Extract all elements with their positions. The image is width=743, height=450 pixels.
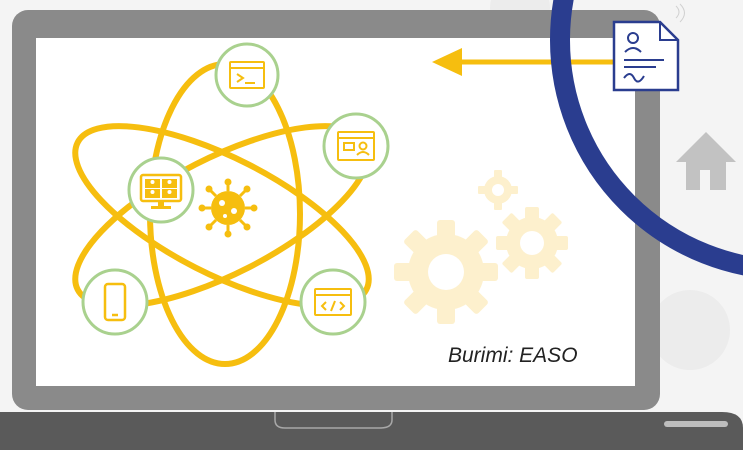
virus-icon	[198, 178, 258, 238]
node-videoconference	[127, 156, 195, 224]
node-smartphone	[81, 268, 149, 336]
badge-ring	[550, 0, 743, 276]
laptop-base	[0, 412, 743, 450]
node-terminal	[214, 42, 280, 108]
left-arrow-icon	[432, 48, 640, 76]
video-chat-window-icon	[337, 131, 375, 161]
laptop-hinge-notch	[274, 412, 393, 429]
gears-icon	[394, 170, 568, 324]
node-code	[299, 268, 367, 336]
laptop-slot	[664, 421, 728, 427]
orbit-diagonal-b	[72, 123, 372, 309]
source-caption: Burimi: EASO	[448, 344, 578, 367]
id-document-icon	[612, 3, 685, 92]
terminal-window-icon	[229, 61, 265, 89]
smartphone-icon	[103, 282, 127, 322]
node-video-chat	[322, 112, 390, 180]
videoconference-monitor-icon	[139, 173, 183, 209]
code-window-icon	[314, 288, 352, 316]
house-icon	[676, 132, 736, 190]
